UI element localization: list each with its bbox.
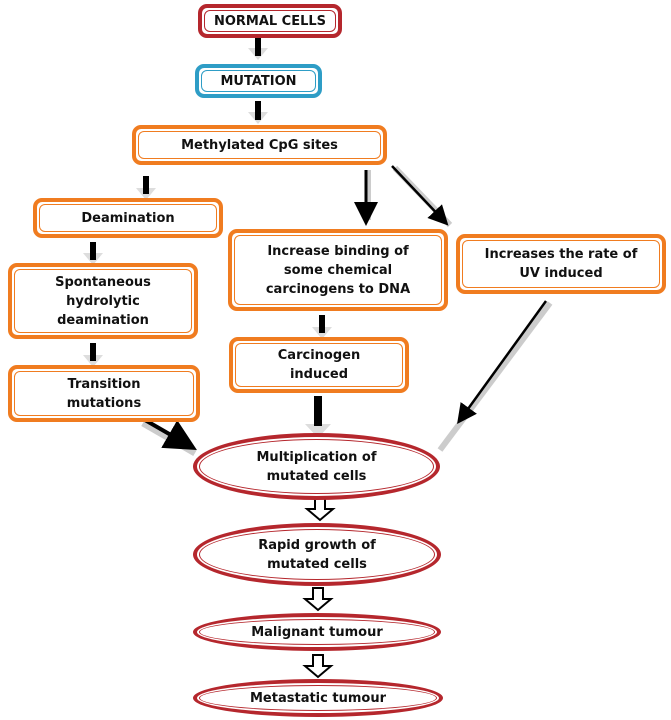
node-malignant: Malignant tumour [193,613,441,651]
arrow-deamination-to-spontaneous [83,242,103,265]
arrow-methylated-to-increase-binding [354,170,378,226]
node-multiplication: Multiplication of mutated cells [193,433,440,500]
node-transition: Transition mutations [8,365,200,422]
node-methylated-cpg-label: Methylated CpG sites [181,137,338,153]
node-mutation: MUTATION [195,64,322,98]
node-spontaneous-label: Spontaneous hydrolytic deamination [55,274,151,328]
arrow-malignant-to-metastatic [302,654,334,679]
node-uv-induced-label: Increases the rate of UV induced [484,247,638,281]
node-increase-binding-label: Increase binding of some chemical carcin… [265,243,411,297]
arrow-rapid-to-malignant [302,587,334,612]
arrow-carcinogen-to-multiplication [305,396,331,438]
arrow-methylated-to-uv [391,165,453,228]
arrow-spontaneous-to-transition [83,343,103,367]
node-spontaneous: Spontaneous hydrolytic deamination [8,263,198,339]
arrow-multiplication-to-rapid [304,496,336,522]
node-deamination: Deamination [33,198,223,238]
node-carcinogen-induced-label: Carcinogen induced [277,348,361,382]
node-uv-induced: Increases the rate of UV induced [456,234,666,294]
node-mutation-label: MUTATION [220,73,297,89]
arrow-normal-to-mutation [248,38,268,60]
node-normal-cells-label: NORMAL CELLS [213,13,327,29]
node-transition-label: Transition mutations [66,376,142,411]
arrow-mutation-to-methylated [248,101,268,124]
node-normal-cells: NORMAL CELLS [198,4,342,38]
node-metastatic-label: Metastatic tumour [250,690,386,706]
arrow-methylated-to-deamination [136,176,156,200]
node-rapid-growth: Rapid growth of mutated cells [193,523,441,586]
node-deamination-label: Deamination [81,210,175,226]
node-metastatic: Metastatic tumour [193,679,443,717]
node-increase-binding: Increase binding of some chemical carcin… [228,229,448,311]
node-multiplication-label: Multiplication of mutated cells [256,449,377,484]
node-malignant-label: Malignant tumour [251,624,383,640]
node-methylated-cpg: Methylated CpG sites [132,125,387,165]
node-carcinogen-induced: Carcinogen induced [229,337,409,393]
arrow-increase-binding-to-carcinogen [312,315,332,339]
arrow-uv-to-multiplication [437,300,553,452]
node-rapid-growth-label: Rapid growth of mutated cells [258,537,376,572]
arrow-transition-to-multiplication [141,418,197,457]
